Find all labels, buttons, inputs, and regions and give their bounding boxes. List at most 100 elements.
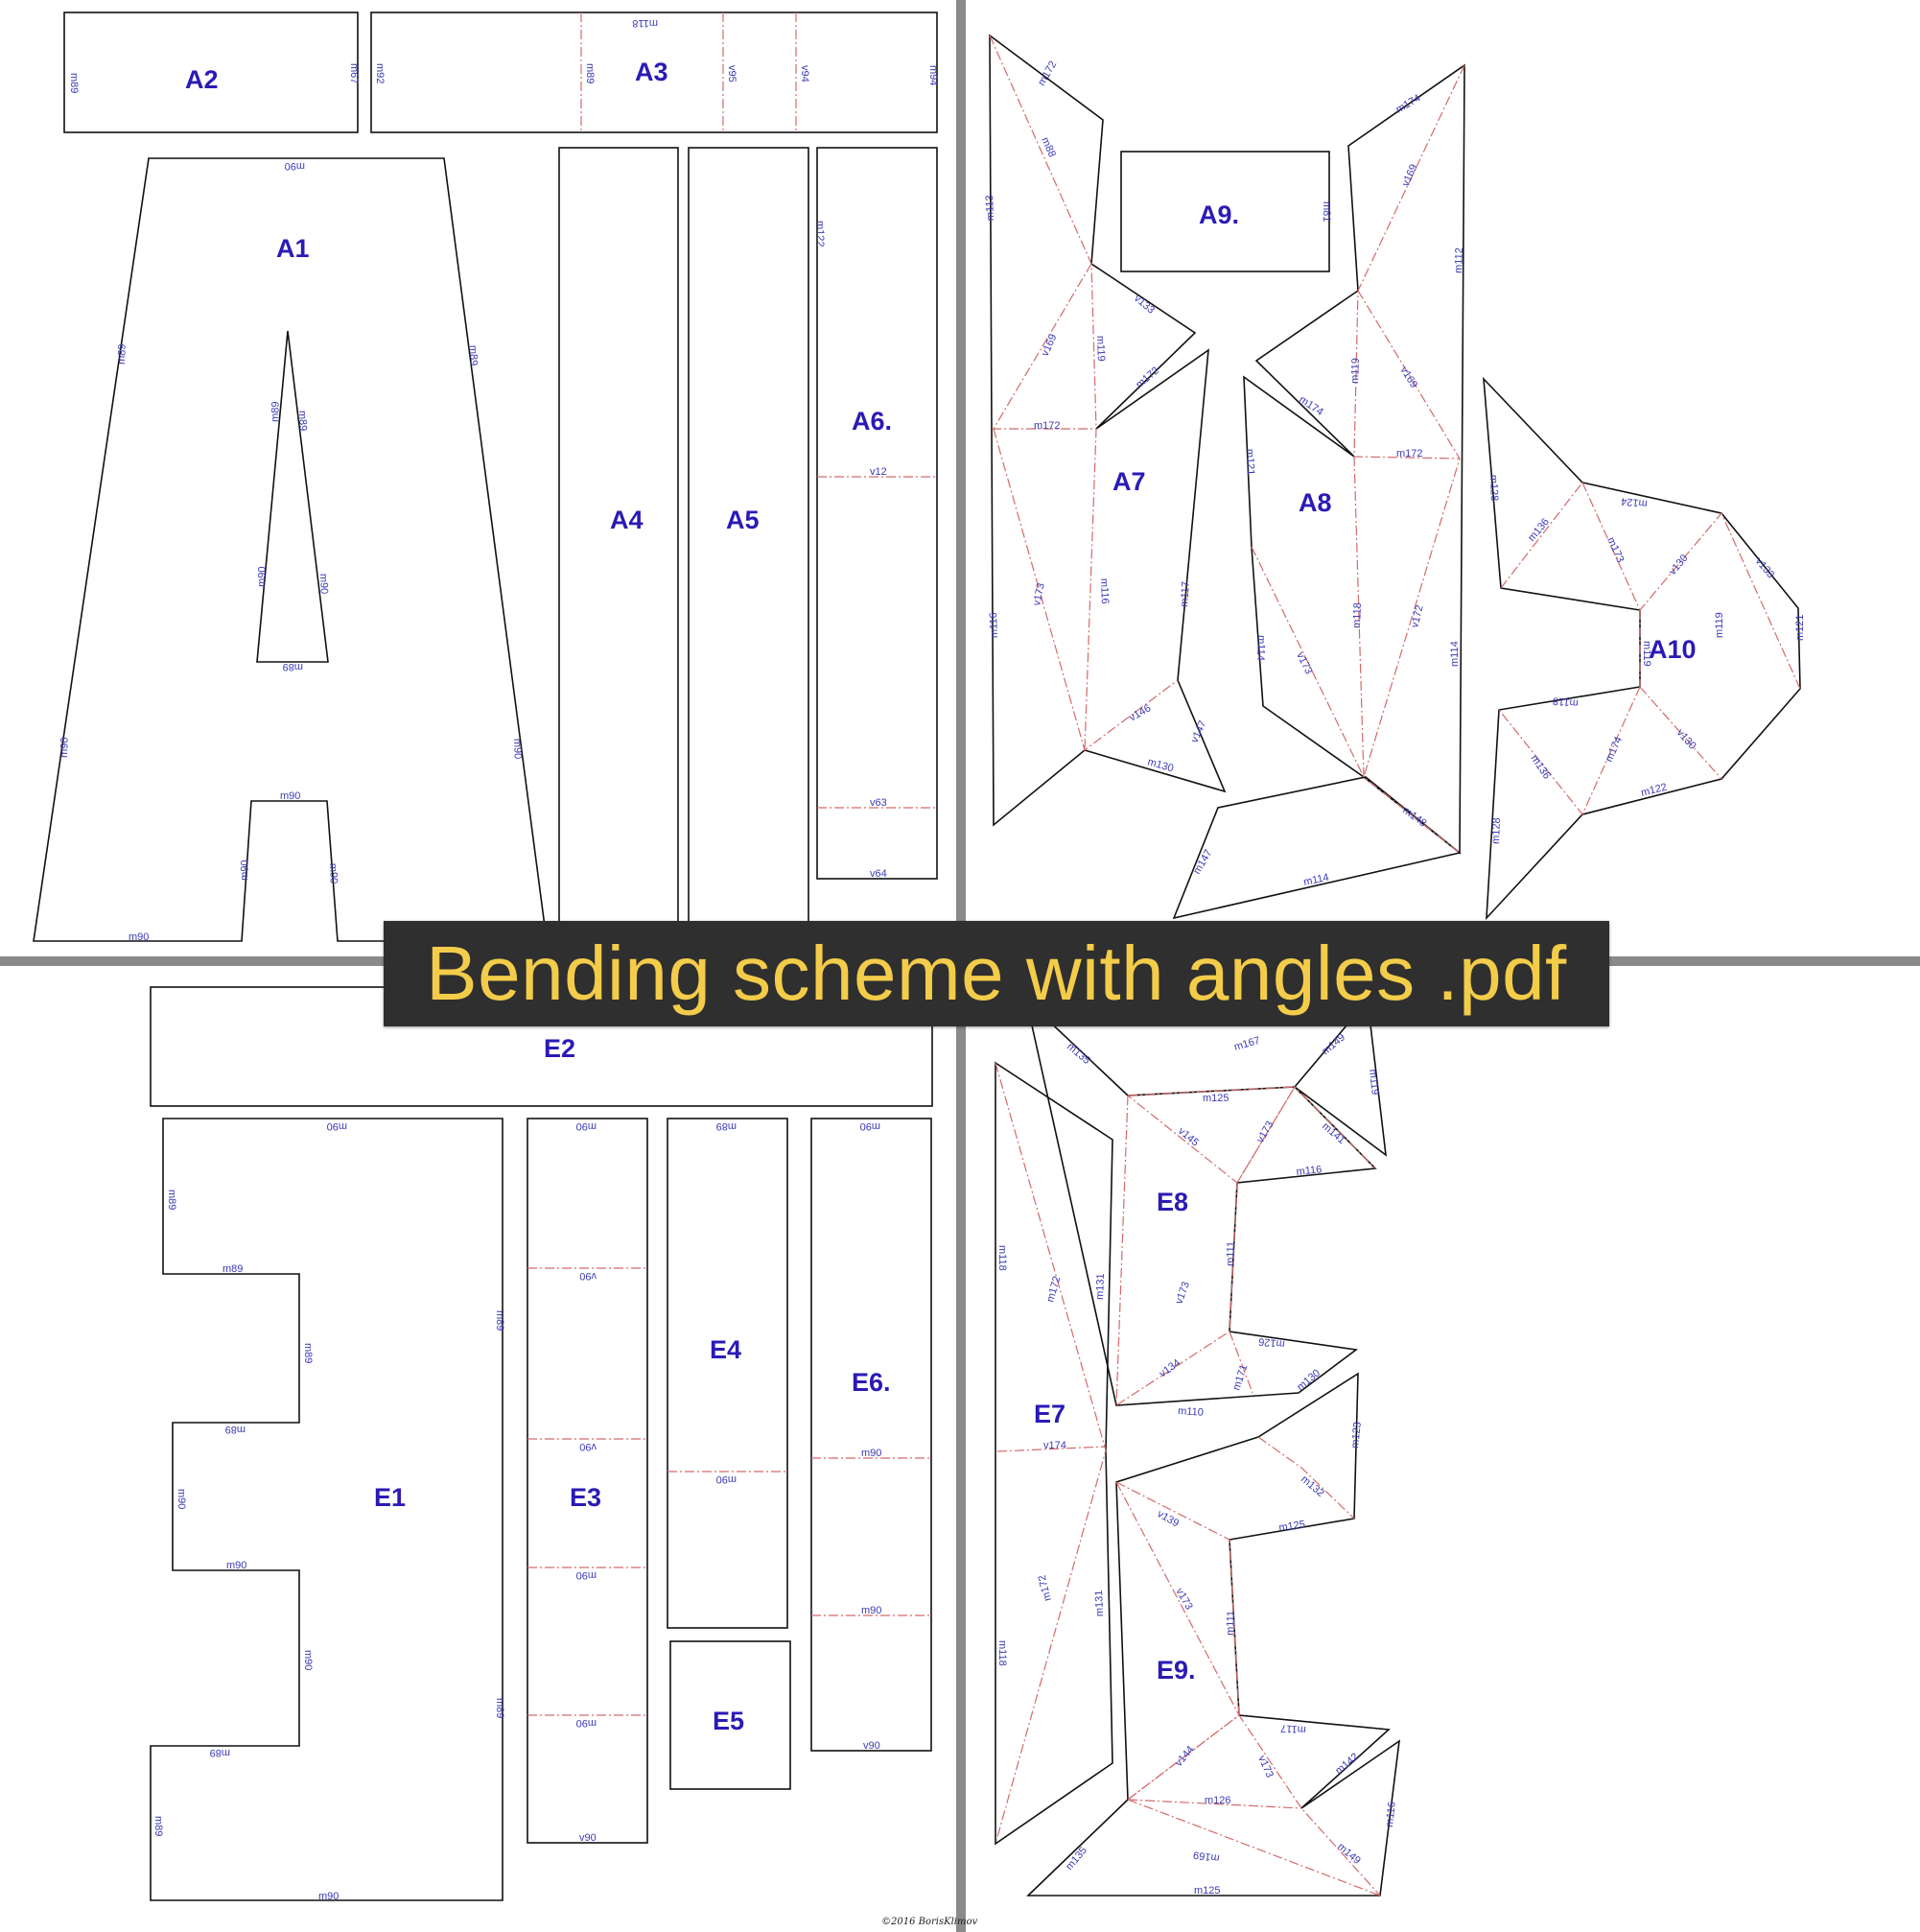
mark: m124 — [1621, 495, 1649, 509]
mark: m113 — [984, 195, 996, 221]
mark: m90 — [511, 739, 524, 760]
mark: m89 — [210, 1747, 230, 1758]
mark: m90 — [318, 1891, 339, 1902]
mark: m118 — [996, 1245, 1008, 1271]
mark: v63 — [870, 797, 887, 809]
piece-label-e3: E3 — [570, 1483, 601, 1512]
piece-label-e8: E8 — [1157, 1188, 1188, 1216]
piece-a6: A6. m122 v12 v63 v64 — [814, 147, 938, 880]
piece-label-e4: E4 — [710, 1335, 741, 1364]
mark: v95 — [726, 65, 738, 82]
piece-label-a7: A7 — [1112, 467, 1146, 496]
author-signature: ©2016 BorisKlimov — [881, 1917, 977, 1927]
piece-label-e1: E1 — [374, 1483, 406, 1512]
mark: m89 — [494, 1310, 505, 1331]
mark: m89 — [166, 1190, 177, 1210]
mark: m90 — [129, 931, 149, 943]
mark: m118 — [632, 17, 658, 29]
mark: m90 — [256, 566, 269, 587]
piece-label-a5: A5 — [726, 506, 760, 534]
mark: m119 — [1349, 358, 1362, 384]
mark: m123 — [1349, 1422, 1364, 1449]
mark: m90 — [280, 790, 300, 802]
mark: m90 — [327, 1120, 347, 1132]
mark: m126 — [1258, 1335, 1286, 1350]
mark: m119 — [1094, 336, 1107, 362]
mark: m90 — [239, 860, 251, 881]
mark: m90 — [226, 1560, 246, 1571]
mark: m117 — [1280, 1722, 1306, 1735]
mark: m89 — [716, 1120, 737, 1132]
mark: m89 — [302, 1343, 314, 1363]
mark: v174 — [1043, 1440, 1066, 1451]
mark: m90 — [302, 1650, 314, 1670]
piece-a9: A9. m81 — [1120, 151, 1332, 272]
mark: m125 — [1194, 1885, 1221, 1897]
mark: v94 — [799, 65, 810, 82]
mark: m92 — [374, 63, 386, 83]
piece-label-e5: E5 — [713, 1707, 744, 1735]
piece-label-e9: E9. — [1157, 1656, 1196, 1685]
piece-label-a4: A4 — [610, 506, 644, 534]
mark: m114 — [1302, 872, 1330, 888]
piece-e5: E5 — [669, 1640, 791, 1790]
mark: m111 — [1225, 1241, 1237, 1266]
piece-a2: A2 m89 m67 — [63, 12, 360, 133]
piece-label-a10: A10 — [1649, 635, 1697, 664]
piece-label-a6: A6. — [852, 407, 892, 436]
mark: m111 — [1225, 1611, 1237, 1636]
mark: m90 — [861, 1605, 881, 1616]
mark: m119 — [1367, 1069, 1381, 1096]
mark: m118 — [1351, 602, 1364, 628]
mark: m90 — [327, 863, 340, 884]
mark: m90 — [59, 737, 71, 758]
mark: m67 — [348, 63, 360, 83]
mark: m128 — [1487, 475, 1500, 502]
mark: m89 — [494, 1698, 505, 1718]
piece-label-a8: A8 — [1299, 488, 1332, 517]
mark: m119 — [1714, 612, 1725, 638]
mark: m110 — [1178, 1405, 1204, 1419]
piece-label-e6: E6. — [852, 1368, 891, 1397]
mark: m90 — [176, 1489, 187, 1509]
piece-e6: E6. m90 m90 m90 v90 — [810, 1118, 932, 1752]
mark: m121 — [1244, 449, 1256, 476]
mark: m116 — [1098, 578, 1111, 604]
mark: m90 — [285, 160, 305, 172]
mark: m90 — [317, 574, 330, 595]
filename-banner: Bending scheme with angles .pdf — [384, 921, 1609, 1026]
mark: m131 — [1093, 1590, 1106, 1616]
mark: m172 — [1034, 420, 1061, 432]
mark: m114 — [1254, 635, 1267, 661]
mark: m172 — [1396, 448, 1423, 459]
mark: m126 — [1205, 1795, 1231, 1806]
mark: m131 — [1094, 1273, 1107, 1300]
mark: m90 — [860, 1120, 880, 1132]
mark: m116 — [988, 612, 1000, 638]
mark: v173 — [1031, 582, 1047, 607]
mark: m89 — [222, 1263, 243, 1275]
mark: m89 — [116, 343, 129, 365]
mark: v90 — [579, 1441, 597, 1452]
mark: m89 — [152, 1816, 164, 1836]
mark: m125 — [1203, 1093, 1229, 1104]
piece-label-e2: E2 — [544, 1034, 575, 1063]
mark: m90 — [576, 1717, 597, 1729]
mark: v90 — [579, 1832, 597, 1844]
piece-label-a2: A2 — [185, 65, 219, 94]
mark: m118 — [996, 1640, 1008, 1666]
piece-a3: A3 m118 m92 m89 v95 v94 m94 — [370, 12, 939, 133]
piece-a1: A1 m90 m89 m89 m89 m89 m90 m90 m89 m90 m… — [33, 157, 548, 943]
mark: v172 — [1409, 604, 1425, 629]
mark: m121 — [1794, 614, 1806, 641]
mark: v64 — [870, 868, 887, 880]
mark: m90 — [716, 1473, 737, 1485]
mark: v90 — [863, 1740, 880, 1752]
piece-e3: E3 m90 v90 v90 m90 m90 v90 — [527, 1118, 648, 1844]
mark: m112 — [1453, 247, 1465, 273]
piece-label-a3: A3 — [635, 58, 668, 86]
piece-label-e7: E7 — [1034, 1400, 1065, 1428]
mark: m117 — [1179, 581, 1192, 607]
mark: m81 — [1321, 201, 1332, 222]
